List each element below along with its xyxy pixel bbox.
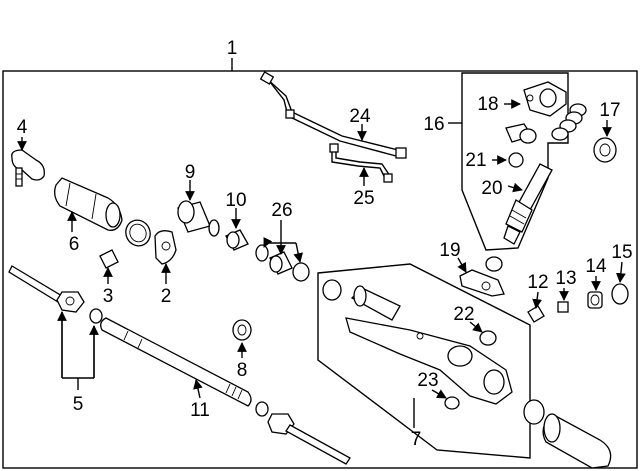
right-boot-part: [523, 399, 612, 469]
callout-3: 3: [103, 286, 114, 307]
pinion-shaft-part: [503, 163, 553, 245]
right-inner-tie-rod-part: [255, 401, 351, 465]
callout-25: 25: [353, 188, 374, 209]
seal-22-part: [479, 330, 497, 346]
cylinder-boot-part: [177, 200, 220, 237]
callout-9: 9: [185, 162, 196, 183]
callout-12: 12: [527, 272, 548, 293]
rack-bushing-part: [232, 319, 252, 341]
callout-4: 4: [17, 117, 28, 138]
callout-5: 5: [73, 394, 84, 415]
callout-10: 10: [225, 190, 246, 211]
seal-26a-part: [255, 244, 269, 262]
return-pipe-part: [329, 143, 393, 183]
ring-part: [519, 128, 537, 144]
callout-6: 6: [69, 234, 80, 255]
assembly-frame: [2, 70, 638, 469]
nut-13-part: [557, 301, 569, 313]
callout-13: 13: [555, 268, 576, 289]
seal-21-part: [508, 152, 524, 168]
valve-housing-part: [523, 81, 567, 117]
bushing-10-part: [225, 229, 249, 251]
rack-bar-part: [100, 317, 252, 407]
leader-20: [507, 182, 523, 193]
dust-cover-part: [593, 137, 617, 163]
leader-19: [457, 257, 467, 273]
clamp-ring-part: [125, 219, 151, 247]
seal-stack-part: [551, 103, 587, 141]
gasket-part: [459, 269, 505, 297]
callout-24: 24: [349, 106, 371, 127]
small-bushing-part: [99, 249, 119, 269]
callout-22: 22: [453, 304, 474, 325]
inner-tie-rod-part: [8, 265, 85, 313]
callout-15: 15: [611, 242, 632, 263]
callout-11: 11: [190, 400, 210, 421]
leader-15: [616, 261, 626, 283]
callout-14: 14: [585, 256, 607, 277]
callout-16: 16: [423, 114, 444, 135]
callout-7: 7: [411, 429, 422, 450]
cap-12-part: [527, 305, 545, 323]
callout-1: 1: [227, 38, 238, 59]
seal-26b-part: [269, 251, 293, 275]
leader-12: [532, 291, 542, 309]
leader-11: [193, 379, 203, 399]
ring-15-part: [611, 283, 629, 305]
leader-23: [431, 389, 447, 399]
leader-22: [469, 321, 483, 333]
seal-19b-part: [485, 256, 503, 272]
callout-20: 20: [481, 178, 502, 199]
callout-23: 23: [417, 370, 438, 391]
seal-23-part: [444, 396, 460, 410]
seal-26c-part: [292, 262, 310, 282]
callout-21: 21: [465, 150, 486, 171]
rack-housing-part: [322, 279, 513, 405]
bushing-14-part: [587, 291, 603, 309]
callout-26: 26: [271, 200, 292, 221]
boot-part: [54, 177, 123, 231]
tie-rod-end-part: [11, 149, 45, 187]
inset-7-frame: [317, 263, 531, 459]
callout-8: 8: [237, 360, 248, 381]
callout-19: 19: [439, 240, 460, 261]
callout-18: 18: [477, 94, 498, 115]
lock-washer-part: [89, 308, 103, 324]
bracket-part: [154, 230, 177, 265]
callout-2: 2: [161, 286, 172, 307]
callout-17: 17: [599, 100, 620, 121]
